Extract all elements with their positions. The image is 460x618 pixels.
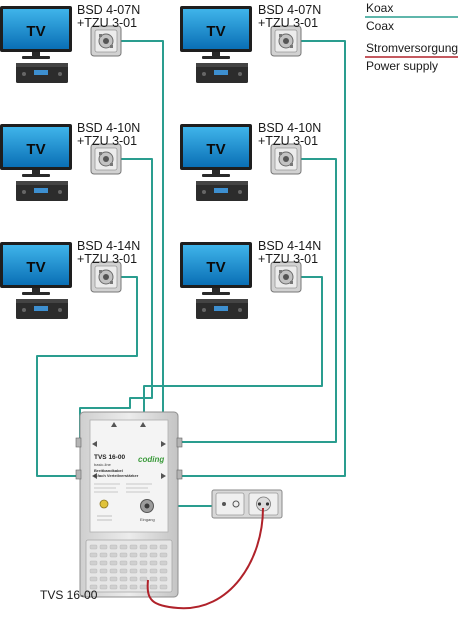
tv-station-2: TV (180, 6, 302, 83)
coax-cable-4 (182, 158, 337, 443)
tv-station-1: TV (0, 6, 122, 83)
outlet-label-4: BSD 4-10N+TZU 3-01 (258, 121, 322, 148)
legend-coax-en: Coax (366, 19, 395, 33)
coax-cable-6 (143, 276, 323, 427)
outlet-label-1: BSD 4-07N+TZU 3-01 (77, 3, 141, 30)
legend-power-en: Power supply (366, 59, 439, 73)
wall-socket (211, 489, 283, 519)
antenna-outlet (90, 261, 122, 293)
tv-label: TV (26, 141, 45, 158)
antenna-outlet (270, 25, 302, 57)
antenna-outlet (270, 143, 302, 175)
outlet-label-6: BSD 4-14N+TZU 3-01 (258, 239, 322, 266)
amplifier-desc1-text: Breitbandkabel (94, 468, 123, 473)
outlet-label-2: BSD 4-07N+TZU 3-01 (258, 3, 322, 30)
amplifier-model-text: TVS 16-00 (94, 454, 125, 461)
legend-coax-de: Koax (366, 1, 394, 15)
amplifier-desc2-text: 6-fach Verteilverstärker (94, 473, 139, 478)
coax-cable-3 (79, 158, 153, 438)
antenna-outlet (90, 143, 122, 175)
tv-station-6: TV (180, 242, 302, 319)
coax-cable-5 (36, 276, 138, 477)
tv-station-4: TV (180, 124, 302, 201)
amplifier-caption: TVS 16-00 (40, 588, 98, 602)
coax-cable-2 (182, 40, 346, 477)
tv-label: TV (206, 259, 225, 276)
antenna-outlet (90, 25, 122, 57)
tv-label: TV (206, 23, 225, 40)
coax-cable-1 (111, 40, 164, 427)
amplifier-subtitle-text: basic-line (94, 462, 112, 467)
outlet-label-5: BSD 4-14N+TZU 3-01 (77, 239, 141, 266)
tv-label: TV (26, 23, 45, 40)
tv-label: TV (26, 259, 45, 276)
legend-power-de: Stromversorgung (366, 41, 459, 55)
tv-station-5: TV (0, 242, 122, 319)
tv-station-3: TV (0, 124, 122, 201)
antenna-outlet (270, 261, 302, 293)
power-supply-cable (146, 507, 264, 610)
tv-label: TV (206, 141, 225, 158)
amplifier-tvs-16-00: TVS 16-00 basic-line Breitbandkabel 6-fa… (75, 411, 183, 598)
outlet-label-3: BSD 4-10N+TZU 3-01 (77, 121, 141, 148)
amplifier-brand-logo: coding (138, 455, 164, 464)
amplifier-input-label: Eingang (140, 517, 155, 522)
